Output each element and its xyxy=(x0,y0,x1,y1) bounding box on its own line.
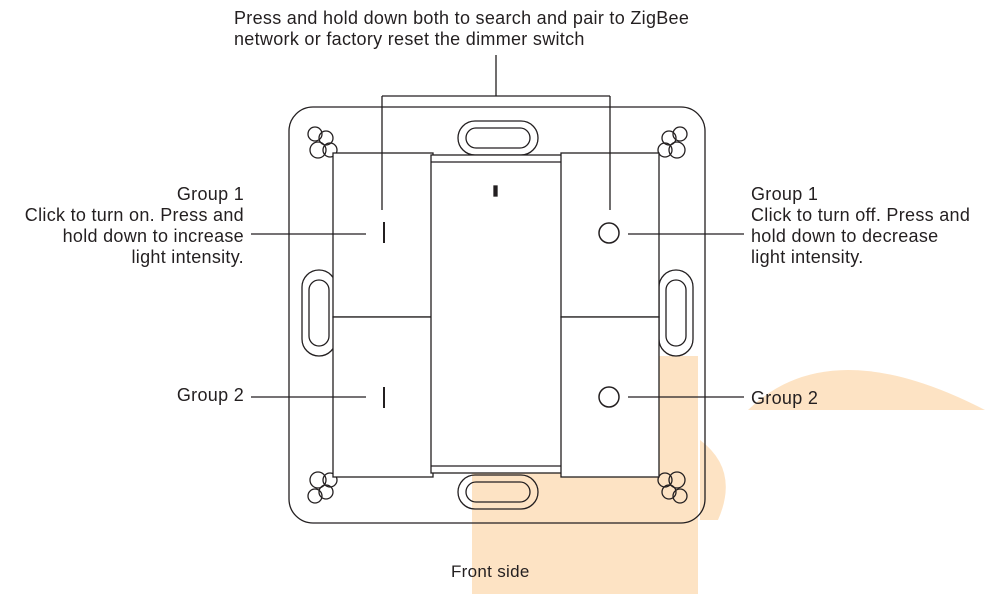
left-group1-line4: light intensity. xyxy=(131,247,244,267)
center-button xyxy=(430,154,564,474)
caption: Front side xyxy=(451,562,530,581)
right-group1-line2: Click to turn off. Press and xyxy=(751,205,971,225)
left-slot xyxy=(301,269,337,357)
off-symbol-icon xyxy=(598,222,620,244)
left-group1-title: Group 1 xyxy=(176,184,244,204)
mount-hole-icon xyxy=(657,126,688,159)
right-slot xyxy=(658,269,694,357)
top-note-line2: network or factory reset the dimmer swit… xyxy=(234,29,585,49)
right-group2-label: Group 2 xyxy=(751,388,819,408)
top-slot xyxy=(457,120,539,156)
mount-hole-icon xyxy=(307,471,338,504)
mount-hole-icon xyxy=(307,126,338,159)
right-group1-title: Group 1 xyxy=(751,184,819,204)
right-group1-line4: light intensity. xyxy=(751,247,864,267)
led-indicator-icon xyxy=(493,185,498,197)
switch-frame xyxy=(288,106,706,524)
bottom-slot xyxy=(457,474,539,510)
right-group1-line3: hold down to decrease xyxy=(751,226,939,246)
off-symbol-icon xyxy=(598,386,620,408)
left-group2-label: Group 2 xyxy=(176,385,244,405)
mount-hole-icon xyxy=(657,471,688,504)
top-note-line1: Press and hold down both to search and p… xyxy=(234,8,690,28)
left-group1-line3: hold down to increase xyxy=(62,226,244,246)
left-group1-line2: Click to turn on. Press and xyxy=(24,205,244,225)
